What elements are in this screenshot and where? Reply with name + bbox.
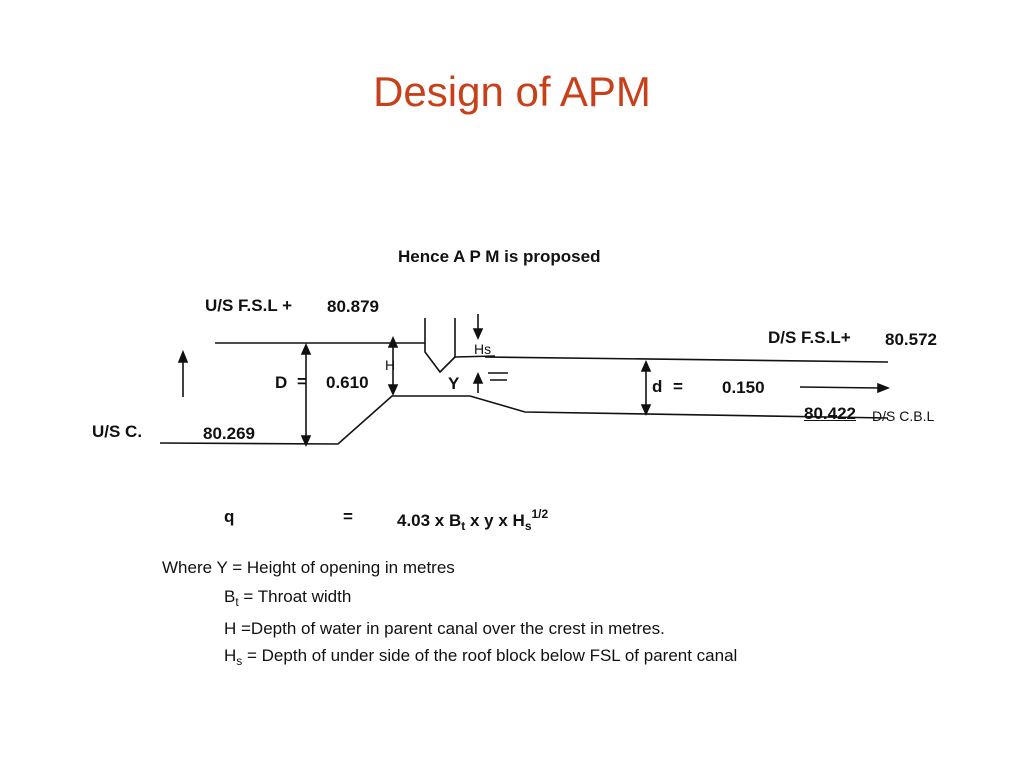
D-value: 0.610 — [326, 373, 369, 392]
H-label: H — [385, 357, 396, 373]
us-fsl-label: U/S F.S.L + — [205, 296, 293, 315]
Y-label: Y — [448, 374, 460, 393]
ds-cbl-label: D/S C.B.L — [872, 408, 935, 424]
definition-h: H =Depth of water in parent canal over t… — [224, 619, 665, 638]
left-up-arrow-head — [177, 349, 189, 363]
roof-block-fsl-tick — [454, 355, 496, 358]
diagram-heading: Hence A P M is proposed — [398, 247, 601, 266]
ds-fsl-value: 80.572 — [885, 330, 937, 349]
flow-arrow — [799, 386, 881, 389]
Hs-label: Hs — [474, 341, 492, 357]
roof-block — [424, 318, 456, 374]
ds-cbl-value: 80.422 — [804, 404, 856, 423]
d-equals: = — [673, 377, 683, 396]
formula-lhs: q — [224, 507, 235, 526]
d-label: d — [652, 377, 663, 396]
canal-bed-profile — [159, 395, 889, 445]
d-value: 0.150 — [722, 378, 765, 397]
definition-bt: Bt = Throat width — [224, 587, 352, 609]
D-label: D — [275, 373, 288, 392]
us-fsl-value: 80.879 — [327, 297, 379, 316]
us-cbl-value: 80.269 — [203, 424, 255, 443]
formula-rhs: 4.03 x Bt x y x Hs1/2 — [397, 507, 549, 533]
page-title: Design of APM — [373, 68, 651, 115]
flow-arrow-head — [877, 382, 891, 394]
D-equals: = — [297, 372, 307, 391]
ds-fsl-label: D/S F.S.L+ — [768, 328, 851, 347]
definition-y: Where Y = Height of opening in metres — [162, 558, 455, 577]
ds-fsl-line — [484, 356, 889, 363]
us-cbl-label: U/S C. — [92, 422, 143, 441]
definition-hs: Hs = Depth of under side of the roof blo… — [224, 646, 738, 668]
formula-equals: = — [343, 507, 353, 526]
